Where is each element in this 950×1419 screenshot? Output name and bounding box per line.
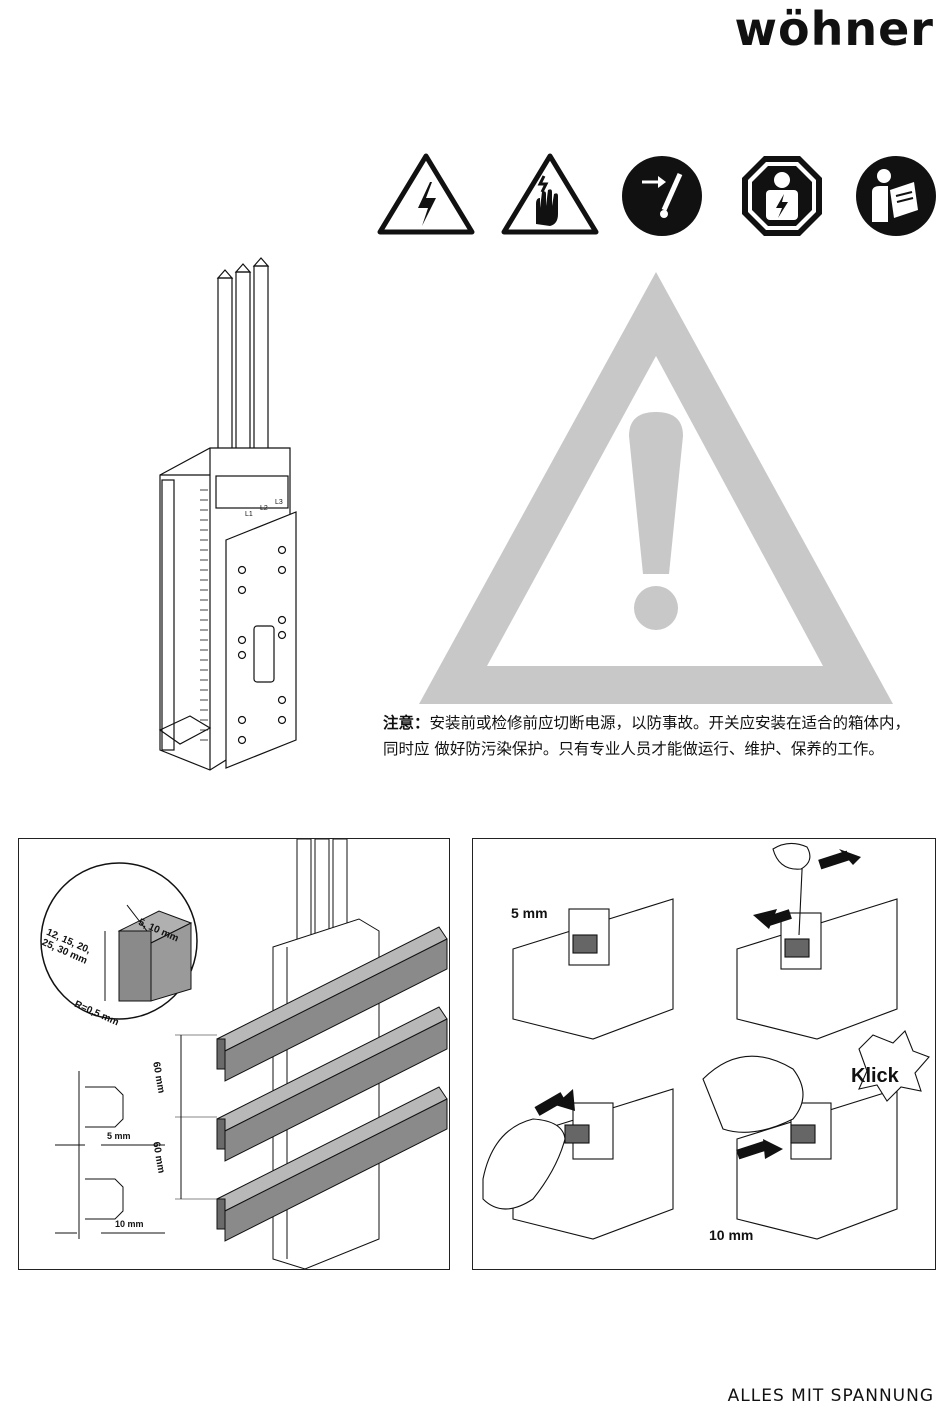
electric-hazard-icon xyxy=(376,152,476,242)
phase-label-l1: L1 xyxy=(245,511,253,518)
size-10mm-label: 10 mm xyxy=(709,1227,753,1243)
gap-small-label: 5 mm xyxy=(107,1131,131,1141)
busbar-dimensions-drawing xyxy=(19,839,449,1269)
busbar-adapter-illustration: L1 L2 L3 xyxy=(150,250,310,775)
notice-line-1: 安装前或检修前应切断电源，以防事故。开关应安装在适合的箱体内， xyxy=(430,714,911,732)
electric-shock-hazard-icon xyxy=(500,152,600,242)
disconnect-before-work-icon xyxy=(616,152,716,242)
clip-adjustment-drawing xyxy=(473,839,935,1269)
notice-line-2: 同时应 做好防污染保护。只有专业人员才能做运行、维护、保养的工作。 xyxy=(383,736,943,762)
general-warning-icon xyxy=(415,268,897,708)
notice-label: 注意： xyxy=(383,714,430,732)
qualified-electrician-icon xyxy=(732,152,832,242)
phase-label-l3: L3 xyxy=(275,499,283,506)
busbar-dimensions-panel: 12, 15, 20, 25, 30 mm 5, 10 mm R=0,5 mm … xyxy=(18,838,450,1270)
read-manual-icon xyxy=(850,152,950,242)
size-5mm-label: 5 mm xyxy=(511,905,548,921)
phase-label-l2: L2 xyxy=(260,505,268,512)
klick-label: Klick xyxy=(851,1065,899,1088)
clip-adjustment-panel: 5 mm 10 mm Klick xyxy=(472,838,936,1270)
brand-logo: wöhner xyxy=(735,2,934,56)
gap-large-label: 10 mm xyxy=(115,1219,144,1229)
safety-notice: 注意：安装前或检修前应切断电源，以防事故。开关应安装在适合的箱体内， 同时应 做… xyxy=(383,710,943,762)
footer-slogan: ALLES MIT SPANNUNG xyxy=(728,1386,934,1406)
